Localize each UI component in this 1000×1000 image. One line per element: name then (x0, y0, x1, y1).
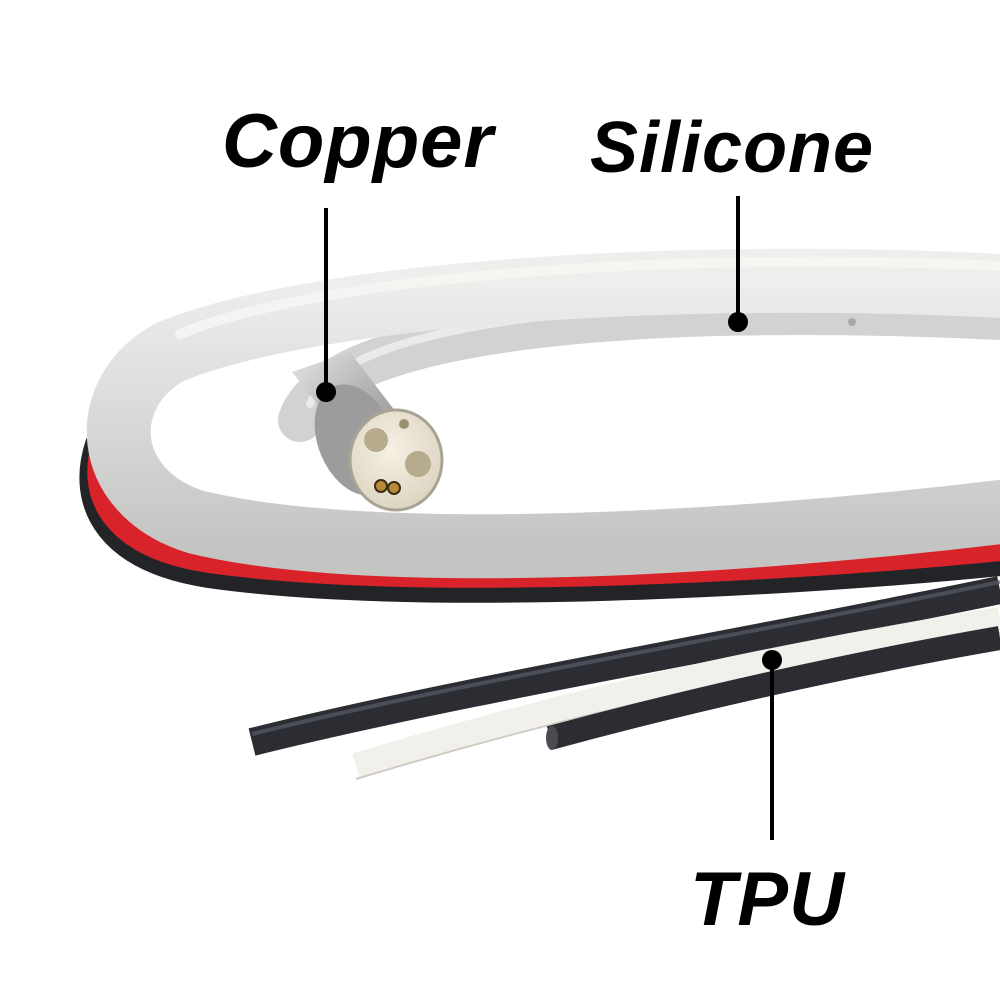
tpu-tube-black-upper (248, 576, 1000, 756)
silicone-label: Silicone (590, 108, 875, 188)
silicone-hose-outer-coil (86, 248, 1000, 579)
tpu-label: TPU (690, 857, 845, 942)
connector-hole-large-left (364, 428, 388, 452)
leader-dot-tpu (762, 650, 782, 670)
connector-hole-large-right (405, 451, 431, 477)
hose-speck (848, 318, 856, 326)
leader-dot-silicone (728, 312, 748, 332)
tpu-tube-black-upper-shine (251, 580, 1000, 736)
silicone-hose-outer-highlight (175, 256, 1000, 339)
tpu-tube-white (352, 607, 1000, 779)
connector-hole-small-top (399, 419, 409, 429)
leader-dot-copper (316, 382, 336, 402)
copper-label: Copper (222, 99, 494, 184)
tpu-tube-black-lower-end (546, 726, 558, 750)
hose-connector (292, 352, 444, 512)
copper-pin-right (387, 481, 401, 495)
copper-pin-left (374, 479, 388, 493)
